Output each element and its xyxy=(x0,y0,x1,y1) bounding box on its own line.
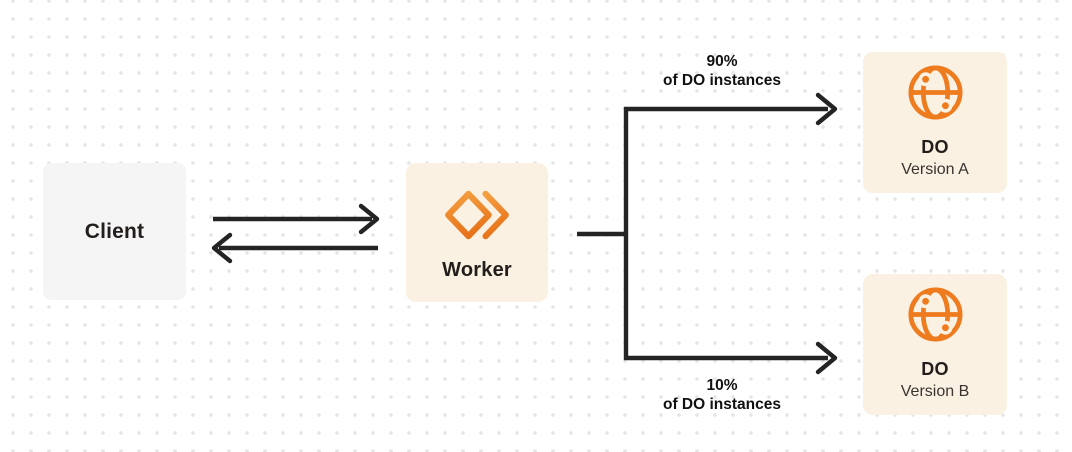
do-version-b-title: DO xyxy=(921,359,949,379)
workers-chevron-icon xyxy=(445,190,509,240)
client-node: Client xyxy=(43,163,186,300)
split-top-caption: of DO instances xyxy=(663,72,781,89)
split-top-label: 90% of DO instances xyxy=(622,52,822,90)
globe-icon xyxy=(907,65,963,120)
split-bottom-label: 10% of DO instances xyxy=(622,376,822,414)
arrowhead-worker-to-client xyxy=(211,232,233,264)
do-version-b-node: DO Version B xyxy=(863,274,1007,415)
arrowhead-to-version-a xyxy=(815,92,838,126)
do-version-b-subtitle: Version B xyxy=(900,382,970,400)
globe-icon xyxy=(907,287,963,342)
do-version-a-node: DO Version A xyxy=(863,52,1007,193)
client-label: Client xyxy=(84,219,145,243)
do-version-a-title: DO xyxy=(921,137,949,157)
arrowhead-client-to-worker xyxy=(358,203,380,235)
worker-node: Worker xyxy=(406,163,548,302)
split-bottom-caption: of DO instances xyxy=(663,396,781,413)
arrowhead-to-version-b xyxy=(815,341,838,375)
worker-label: Worker xyxy=(442,259,512,281)
split-top-percent: 90% xyxy=(706,53,738,70)
do-version-a-subtitle: Version A xyxy=(901,160,969,178)
split-bottom-percent: 10% xyxy=(706,377,738,394)
